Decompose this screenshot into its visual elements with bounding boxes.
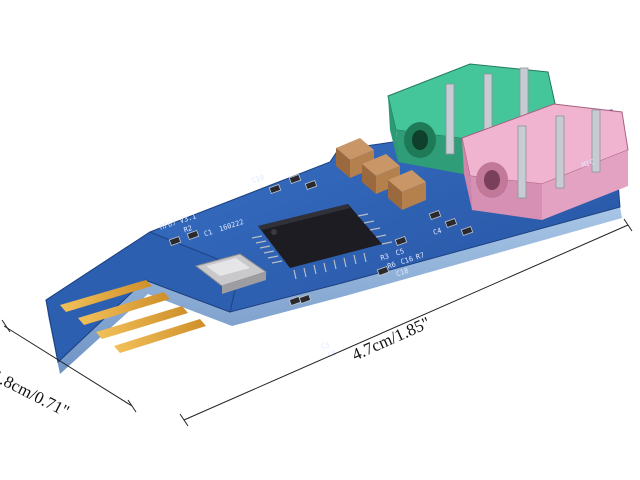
marking-r6: R6 [386,260,396,270]
silkscreen-markings-right: R3 C5 R6 C16 R7 C18 MIC C3 C8 C4 [320,158,596,359]
marking-c16: C16 [400,255,415,267]
marking-c1: C1 [203,228,213,238]
marking-r7: R7 [415,251,425,261]
audio-chip [251,204,393,280]
marking-c4: C4 [432,227,442,237]
pcb-edge [46,207,622,374]
microphone-jack-pink [461,103,629,220]
marking-c10: C10 [251,173,266,185]
marking-c5: C5 [395,247,405,257]
marking-c8: C8 [327,349,337,359]
usb-plug [45,231,241,363]
capacitors [336,138,426,210]
marking-c18: C18 [395,267,410,279]
usb-contact [114,319,206,353]
usb-contact [78,292,170,325]
usb-contact [60,280,152,312]
width-dimension-line [1,319,137,413]
marking-mic: MIC [581,158,596,170]
crystal-oscillator [194,253,268,294]
marking-r3: R3 [379,252,389,262]
length-dimension-line [179,218,633,427]
marking-c3: C3 [320,341,330,351]
usb-gold-contacts [60,280,206,353]
capacitor [388,170,426,210]
usb-contact [96,306,188,339]
marking-r2: R2 [183,224,193,234]
